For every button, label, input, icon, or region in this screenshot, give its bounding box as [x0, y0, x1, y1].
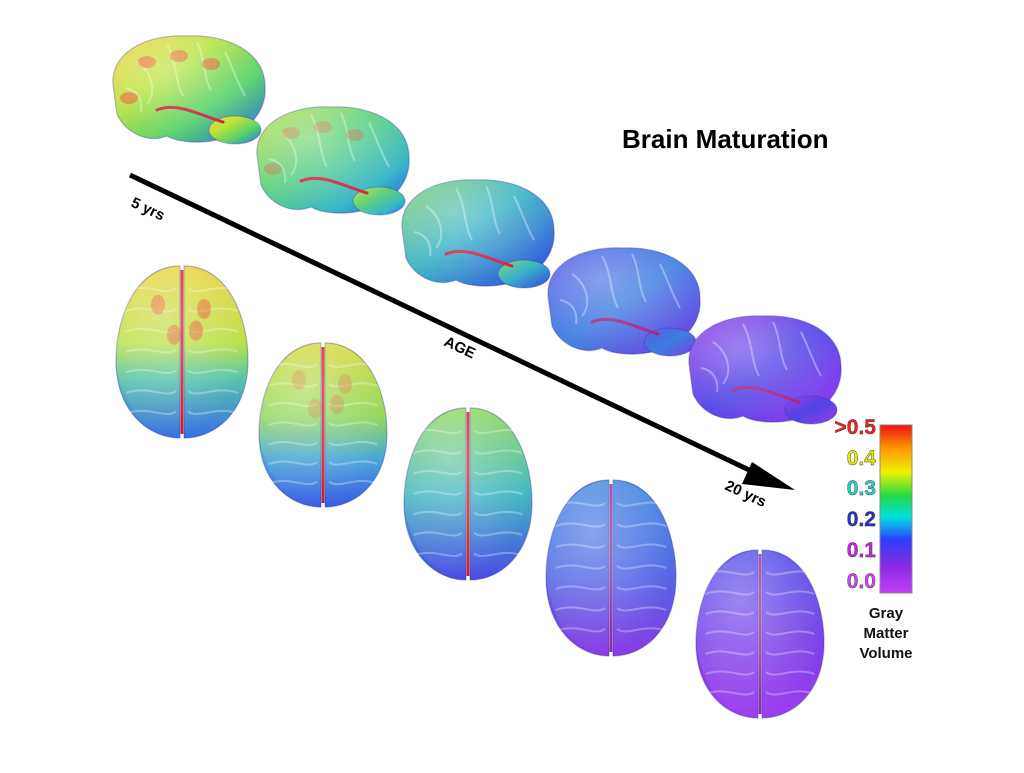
brain-shading — [688, 315, 842, 423]
age-axis-arrowhead — [742, 462, 795, 490]
top-brain — [258, 342, 388, 508]
top-brain — [115, 265, 249, 439]
legend-tick-label: 0.1 — [846, 539, 877, 562]
brain-shading — [116, 266, 248, 438]
age-axis-line — [128, 172, 770, 482]
brain-shading — [546, 480, 676, 656]
lateral-brain — [256, 106, 410, 216]
brain-shading — [696, 550, 824, 718]
top-brain — [403, 407, 533, 581]
top-brain — [695, 549, 825, 719]
legend-tick-label: 0.2 — [846, 508, 877, 531]
legend-tick-label: 0.3 — [846, 477, 877, 500]
top-brain — [545, 479, 677, 657]
legend-label-line: Volume — [859, 645, 913, 662]
brain-shading — [256, 106, 410, 214]
brain-shading — [401, 179, 555, 287]
legend-label: Gray Matter Volume — [846, 604, 926, 664]
lateral-brain-row — [112, 35, 842, 425]
age-start-label: 5 yrs — [128, 194, 167, 224]
legend-tick-label: 0.0 — [846, 570, 877, 593]
brain-shading — [404, 408, 532, 580]
legend-color-bar — [879, 424, 913, 594]
lateral-brain — [547, 247, 701, 357]
brain-shading — [547, 247, 701, 355]
brain-shading — [259, 343, 387, 507]
top-brain-row — [115, 265, 825, 719]
lateral-brain — [688, 315, 842, 425]
brain-shading — [112, 35, 266, 143]
lateral-brain — [112, 35, 266, 145]
figure-title: Brain Maturation — [622, 124, 829, 154]
legend-tick-label: >0.5 — [834, 416, 876, 439]
legend-label-line: Gray — [868, 605, 904, 622]
legend-tick-label: 0.4 — [846, 447, 877, 470]
lateral-brain — [401, 179, 555, 289]
legend-label-line: Matter — [863, 625, 909, 642]
